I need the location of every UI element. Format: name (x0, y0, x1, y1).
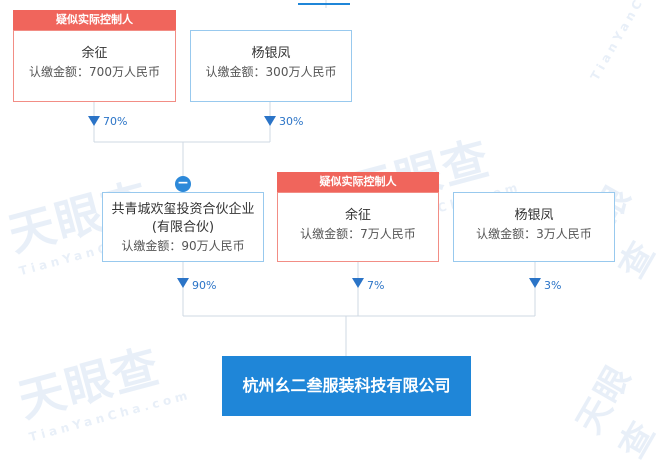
subscribed-amount: 认缴金额：7万人民币 (300, 227, 416, 241)
ownership-percent: 3% (544, 279, 562, 292)
shareholder-node-yang-yinfeng-middle[interactable]: 杨银凤 认缴金额：3万人民币 (453, 192, 615, 262)
ownership-percent: 7% (367, 279, 385, 292)
equity-structure-canvas: 天眼查 TianYanCha.com 天眼查 TianYanCha.com 天眼… (3, 0, 660, 465)
subscribed-amount: 认缴金额：700万人民币 (29, 65, 160, 79)
collapse-button[interactable]: − (175, 176, 191, 192)
shareholder-name-line1: 共青城欢玺投资合伙企业 (111, 202, 255, 217)
subscribed-amount: 认缴金额：3万人民币 (476, 227, 592, 241)
shareholder-name: 杨银凤 (251, 46, 291, 61)
ownership-percent: 90% (192, 279, 217, 292)
ownership-percent: 30% (279, 115, 304, 128)
subscribed-amount: 认缴金额：300万人民币 (205, 65, 337, 79)
target-company-node[interactable]: 杭州幺二叁服装科技有限公司 (222, 356, 471, 416)
shareholder-name-line2: (有限合伙) (151, 220, 215, 235)
shareholder-node-partnership[interactable]: 共青城欢玺投资合伙企业 (有限合伙) 认缴金额：90万人民币 (102, 192, 264, 262)
shareholder-name: 余征 (344, 208, 371, 223)
shareholder-node-yu-zheng-middle[interactable]: 余征 认缴金额：7万人民币 (277, 192, 439, 262)
shareholder-name: 余征 (81, 46, 108, 61)
subscribed-amount: 认缴金额：90万人民币 (121, 239, 245, 253)
ownership-percent: 70% (103, 115, 128, 128)
shareholder-node-yu-zheng-top[interactable]: 余征 认缴金额：700万人民币 (13, 30, 176, 102)
suspected-controller-tag: 疑似实际控制人 (13, 10, 176, 30)
suspected-controller-tag: 疑似实际控制人 (277, 172, 439, 192)
shareholder-name: 杨银凤 (514, 208, 554, 223)
shareholder-node-yang-yinfeng-top[interactable]: 杨银凤 认缴金额：300万人民币 (190, 30, 352, 102)
connector-lines (88, 0, 541, 356)
